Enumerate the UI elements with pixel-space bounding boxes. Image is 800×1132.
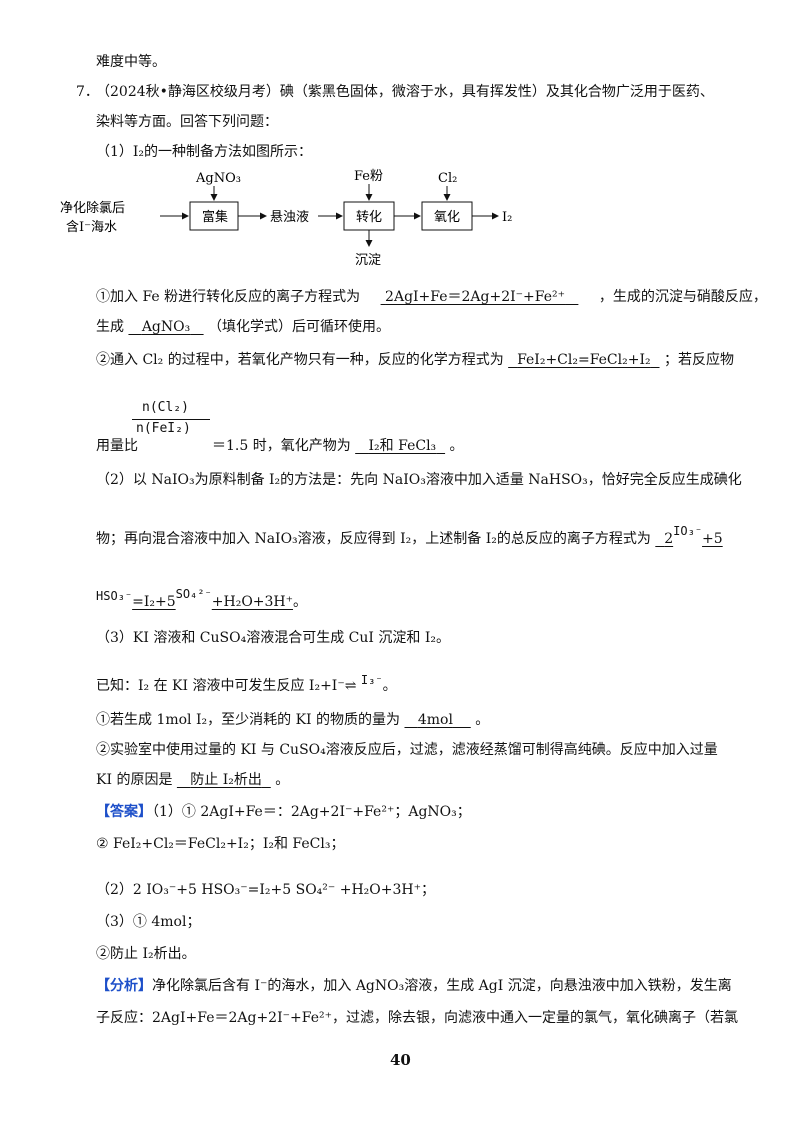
answer-line5: ②防止 I₂析出。 (96, 946, 196, 962)
ratio-fraction: n(Cl₂) n(FeI₂) (132, 400, 210, 440)
analysis-text-1: 净化除氯后含有 I⁻的海水，加入 AgNO₃溶液，生成 AgI 沉淀，向悬浊液中… (152, 978, 732, 994)
answer-line2: ② FeI₂+Cl₂＝FeCl₂+I₂；I₂和 FeCl₃； (96, 836, 345, 852)
flow-reagent-agno3: AgNO₃ (195, 171, 241, 186)
p3-known-text: 已知：I₂ 在 KI 溶液中可发生反应 I₂+I⁻⇌ (96, 678, 357, 694)
fraction-numerator: n(Cl₂) (142, 400, 189, 415)
flow-input-line2: 含I⁻海水 (66, 219, 117, 235)
question-intro-cont: 染料等方面。回答下列问题： (96, 114, 278, 130)
flow-reagent-fe: Fe粉 (354, 169, 383, 184)
p2-answer-hso3: HSO₃⁻ (96, 589, 133, 603)
p3-q2-answer: 防止 I₂析出 (190, 772, 262, 788)
flow-box-convert-label: 转化 (356, 210, 382, 225)
analysis-line1: 【分析】净化除氯后含有 I⁻的海水，加入 AgNO₃溶液，生成 AgI 沉淀，向… (96, 976, 732, 996)
p1-q2-answer: FeI₂+Cl₂=FeCl₂+I₂ (517, 352, 651, 368)
p1-q1-answer2: AgNO₃ (141, 319, 191, 335)
p2-answer-io3: IO₃⁻ (673, 524, 703, 538)
p3-q1: ①若生成 1mol I₂，至少消耗的 KI 的物质的量为 4mol 。 (96, 710, 489, 730)
flow-box-oxidize-label: 氧化 (434, 210, 460, 225)
p2-answer-end: +H₂O+3H⁺ (211, 594, 294, 610)
page-number: 40 (390, 1051, 411, 1069)
answer-line3: （2）2 IO₃⁻+5 HSO₃⁻=I₂+5 SO₄²⁻ +H₂O+3H⁺； (96, 882, 436, 898)
p3-known-end: 。 (382, 678, 397, 694)
flow-suspension: 悬浊液 (270, 210, 309, 225)
p1-q2-line2b: ＝1.5 时，氧化产物为 I₂和 FeCl₃ 。 (212, 436, 464, 456)
p1-q1-line1: ①加入 Fe 粉进行转化反应的离子方程式为 2AgI+Fe＝2Ag+2I⁻+Fe… (96, 287, 767, 307)
p2-end: 。 (293, 594, 308, 610)
p3-q2-text-b: KI 的原因是 (96, 772, 173, 788)
flow-reagent-cl2: Cl₂ (438, 171, 457, 186)
flow-precipitate: 沉淀 (355, 253, 381, 268)
question-number: 7． (76, 84, 99, 100)
p3-q1-text: ①若生成 1mol I₂，至少消耗的 KI 的物质的量为 (96, 712, 401, 728)
answer-text-1: （1）① 2AgI+Fe＝：2Ag+2I⁻+Fe²⁺；AgNO₃； (152, 804, 471, 820)
p1-q1-text: ①加入 Fe 粉进行转化反应的离子方程式为 (96, 289, 361, 305)
p2-answer-plus5: +5 (702, 531, 723, 547)
p2-line3: HSO₃⁻=I₂+5SO₄²⁻+H₂O+3H⁺。 (96, 587, 308, 612)
p2-line1: （2）以 NaIO₃为原料制备 I₂的方法是：先向 NaIO₃溶液中加入适量 N… (96, 472, 742, 488)
top-line: 难度中等。 (96, 54, 166, 70)
p2-answer-start: 2 (664, 531, 674, 547)
p1-q2-text-d: ＝1.5 时，氧化产物为 (212, 438, 351, 454)
p1-q2-text-e: 。 (449, 438, 464, 454)
p2-answer-eq: =I₂+5 (132, 594, 176, 610)
p3-q1-end: 。 (475, 712, 490, 728)
p3-q1-answer: 4mol (417, 712, 453, 728)
p3-known-i3: I₃⁻ (360, 673, 383, 687)
p1-q2-text-b: ；若反应物 (663, 352, 734, 368)
p3-q2-end: 。 (275, 772, 290, 788)
p3-q2-line1: ②实验室中使用过量的 KI 与 CuSO₄溶液反应后，过滤，滤液经蒸馏可制得高纯… (96, 742, 718, 758)
p2-line2: 物；再向混合溶液中加入 NaIO₃溶液，反应得到 I₂，上述制备 I₂的总反应的… (96, 524, 723, 549)
p1-q1-text-b: ，生成的沉淀与硝酸反应， (598, 289, 767, 305)
p1-q2-answer2: I₂和 FeCl₃ (368, 438, 437, 454)
p1-q2-text: ②通入 Cl₂ 的过程中，若氧化产物只有一种，反应的化学方程式为 (96, 352, 504, 368)
p3-known: 已知：I₂ 在 KI 溶液中可发生反应 I₂+I⁻⇌ I₃⁻。 (96, 673, 397, 696)
p1-q2-line1: ②通入 Cl₂ 的过程中，若氧化产物只有一种，反应的化学方程式为 FeI₂+Cl… (96, 350, 734, 370)
answer-line4: （3）① 4mol； (96, 914, 201, 930)
answer-label: 【答案】 (96, 804, 152, 820)
p2-text: 物；再向混合溶液中加入 NaIO₃溶液，反应得到 I₂，上述制备 I₂的总反应的… (96, 531, 651, 547)
flow-output-i2: I₂ (502, 210, 512, 225)
process-flow-diagram: 净化除氯后 含I⁻海水 富集 AgNO₃ 悬浊液 转化 Fe粉 沉淀 氧化 Cl… (60, 169, 512, 268)
analysis-label: 【分析】 (96, 978, 152, 994)
p3-q2-line2: KI 的原因是 防止 I₂析出 。 (96, 770, 289, 790)
flow-box-enrich-label: 富集 (202, 209, 228, 225)
p1-q1-line2: 生成 AgNO₃ （填化学式）后可循环使用。 (96, 317, 390, 337)
question-intro: （2024秋•静海区校级月考）碘（紫黑色固体，微溶于水，具有挥发性）及其化合物广… (96, 84, 714, 100)
p1-q2-line2: 用量比 (96, 436, 138, 456)
p3-title: （3）KI 溶液和 CuSO₄溶液混合可生成 CuI 沉淀和 I₂。 (96, 630, 450, 646)
analysis-line2: 子反应：2AgI+Fe＝2Ag+2I⁻+Fe²⁺，过滤，除去银，向滤液中通入一定… (96, 1010, 738, 1026)
p1-q1-answer: 2AgI+Fe＝2Ag+2I⁻+Fe²⁺ (385, 289, 566, 305)
flow-input-line1: 净化除氯后 (60, 201, 125, 216)
part1-title: （1）I₂的一种制备方法如图所示： (96, 144, 313, 160)
fraction-denominator: n(FeI₂) (136, 421, 191, 436)
p1-q1-text-c: 生成 (96, 319, 124, 335)
answer-line1: 【答案】（1）① 2AgI+Fe＝：2Ag+2I⁻+Fe²⁺；AgNO₃； (96, 802, 471, 822)
p1-q2-text-c: 用量比 (96, 438, 138, 454)
p2-answer-so4: SO₄²⁻ (175, 587, 212, 601)
p1-q1-text-d: （填化学式）后可循环使用。 (208, 319, 391, 335)
